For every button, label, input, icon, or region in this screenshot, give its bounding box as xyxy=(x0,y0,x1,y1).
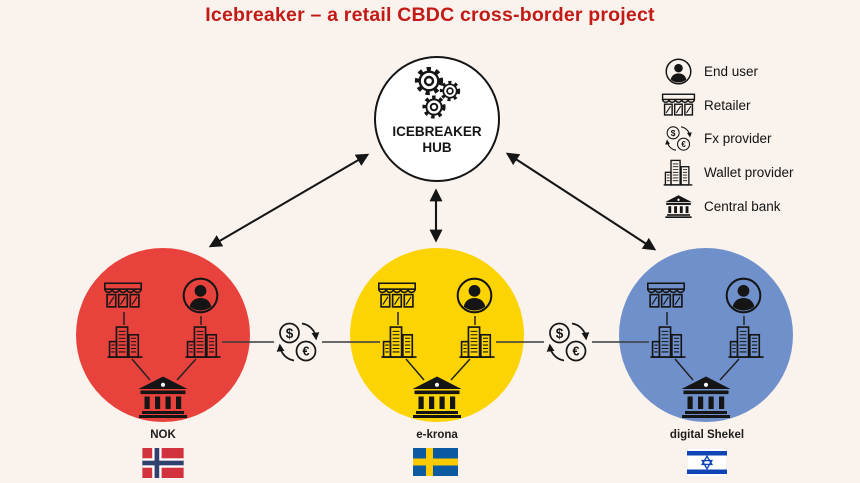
legend-label: Central bank xyxy=(704,198,781,214)
retailer-icon xyxy=(646,281,686,310)
retailer-icon xyxy=(103,281,143,310)
shekel-label: digital Shekel xyxy=(669,429,745,441)
sweden-flag xyxy=(413,448,458,476)
wallet-provider-icon xyxy=(107,325,143,360)
wallet-provider-icon xyxy=(185,325,221,360)
wallet-provider-icon xyxy=(650,325,686,360)
retailer-icon xyxy=(377,281,417,310)
ekrona-label: e-krona xyxy=(416,429,458,441)
arrow-hub-shekel xyxy=(505,152,657,251)
end-user-icon xyxy=(182,277,219,314)
israel-flag xyxy=(687,448,727,477)
central-bank-icon xyxy=(411,376,463,418)
icebreaker-hub-node: ICEBREAKER HUB xyxy=(374,56,500,182)
legend-item-retailer: Retailer xyxy=(658,89,794,123)
fx-provider-icon xyxy=(545,319,591,365)
retailer-icon xyxy=(658,93,698,117)
legend-label: Wallet provider xyxy=(704,165,794,181)
arrow-hub-nok xyxy=(208,153,370,248)
wallet-provider-icon xyxy=(381,325,417,360)
central-bank-icon xyxy=(658,195,698,218)
central-bank-icon xyxy=(680,376,732,418)
legend-label: End user xyxy=(704,64,759,80)
gears-icon xyxy=(414,66,461,119)
wallet-provider-icon xyxy=(728,325,764,360)
end-user-icon xyxy=(725,277,762,314)
hub-label-line1: ICEBREAKER xyxy=(392,124,482,139)
norway-flag xyxy=(142,448,184,478)
fx-provider-icon xyxy=(275,319,321,365)
wallet-provider-icon xyxy=(658,159,698,187)
nok-label: NOK xyxy=(150,429,176,441)
end-user-icon xyxy=(456,277,493,314)
legend-item-central-bank: Central bank xyxy=(658,189,794,223)
wallet-provider-icon xyxy=(459,325,495,360)
legend-item-fx-provider: Fx provider xyxy=(658,122,794,156)
hub-label: ICEBREAKER HUB xyxy=(392,124,481,156)
fx-provider-icon xyxy=(658,124,698,153)
legend-label: Fx provider xyxy=(704,131,772,147)
page-title: Icebreaker – a retail CBDC cross-border … xyxy=(205,4,655,26)
central-bank-icon xyxy=(137,376,189,418)
hub-label-line2: HUB xyxy=(422,140,452,156)
end-user-icon xyxy=(658,58,698,85)
legend-item-end-user: End user xyxy=(658,55,794,89)
legend: End user Retailer Fx provider Wallet pro… xyxy=(658,55,794,223)
legend-item-wallet-provider: Wallet provider xyxy=(658,156,794,190)
legend-label: Retailer xyxy=(704,97,751,113)
